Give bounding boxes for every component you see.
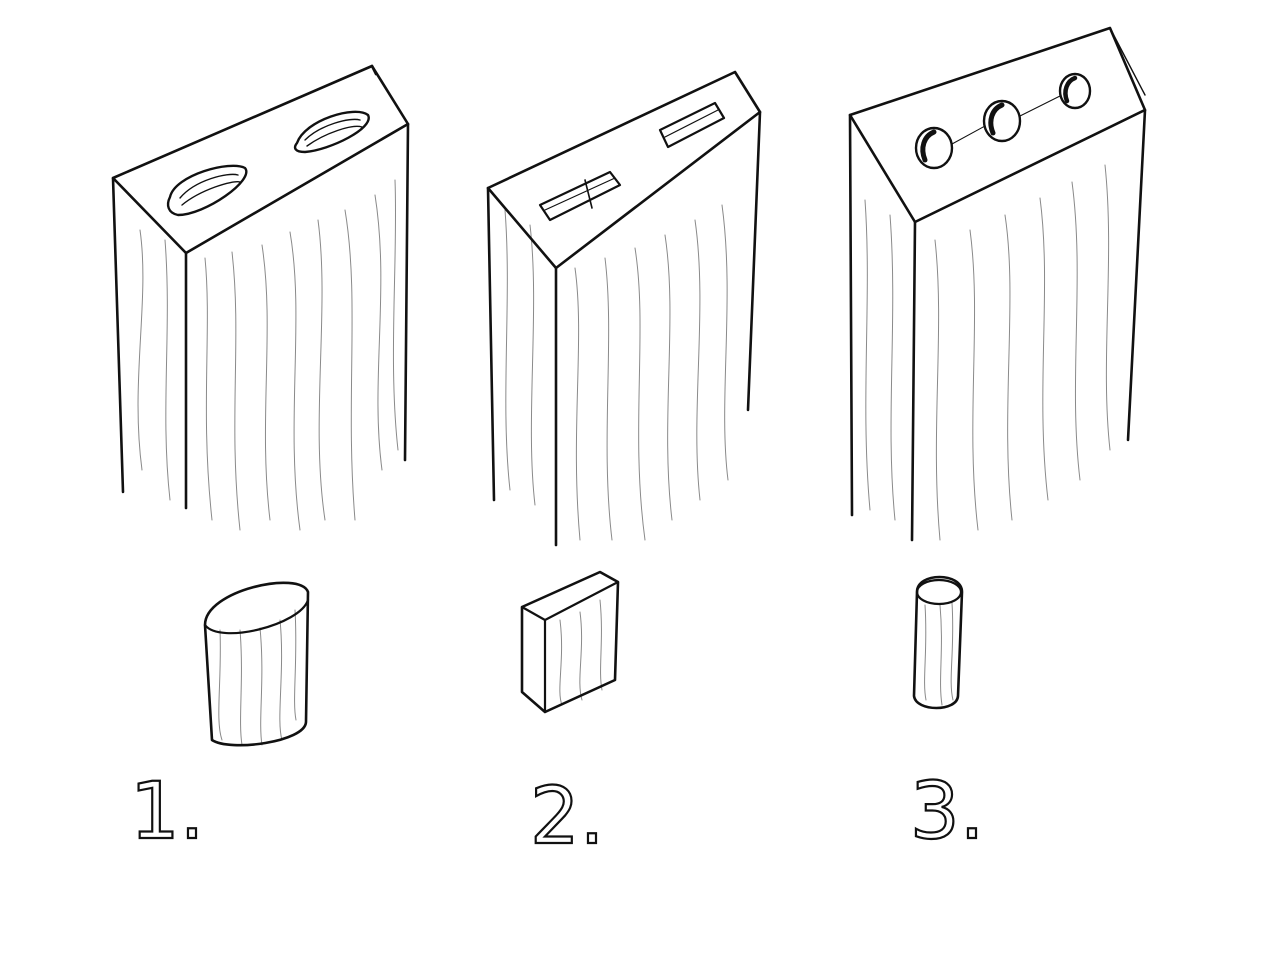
biscuit-tenon [203,581,310,747]
board-2-mortise-right [658,101,726,149]
board-3-dowel-holes [914,72,1092,170]
board-1-slot-right [293,110,370,154]
board-2-outline [486,70,762,547]
domino-tenon [520,570,620,714]
board-3-outline [848,26,1147,542]
dowel-tenon [912,575,964,710]
board-3-grain [864,164,1111,541]
board-1-slot-left [166,164,248,217]
board-1-outline [111,64,410,510]
board-1-grain [137,179,399,531]
board-2-grain [504,204,729,541]
board-2 [486,70,762,547]
board-2-mortise-left [538,170,622,222]
label-3: 3. [910,767,984,857]
label-1: 1. [130,767,204,857]
board-3 [848,26,1147,542]
label-2: 2. [530,772,604,862]
board-1 [111,64,410,531]
